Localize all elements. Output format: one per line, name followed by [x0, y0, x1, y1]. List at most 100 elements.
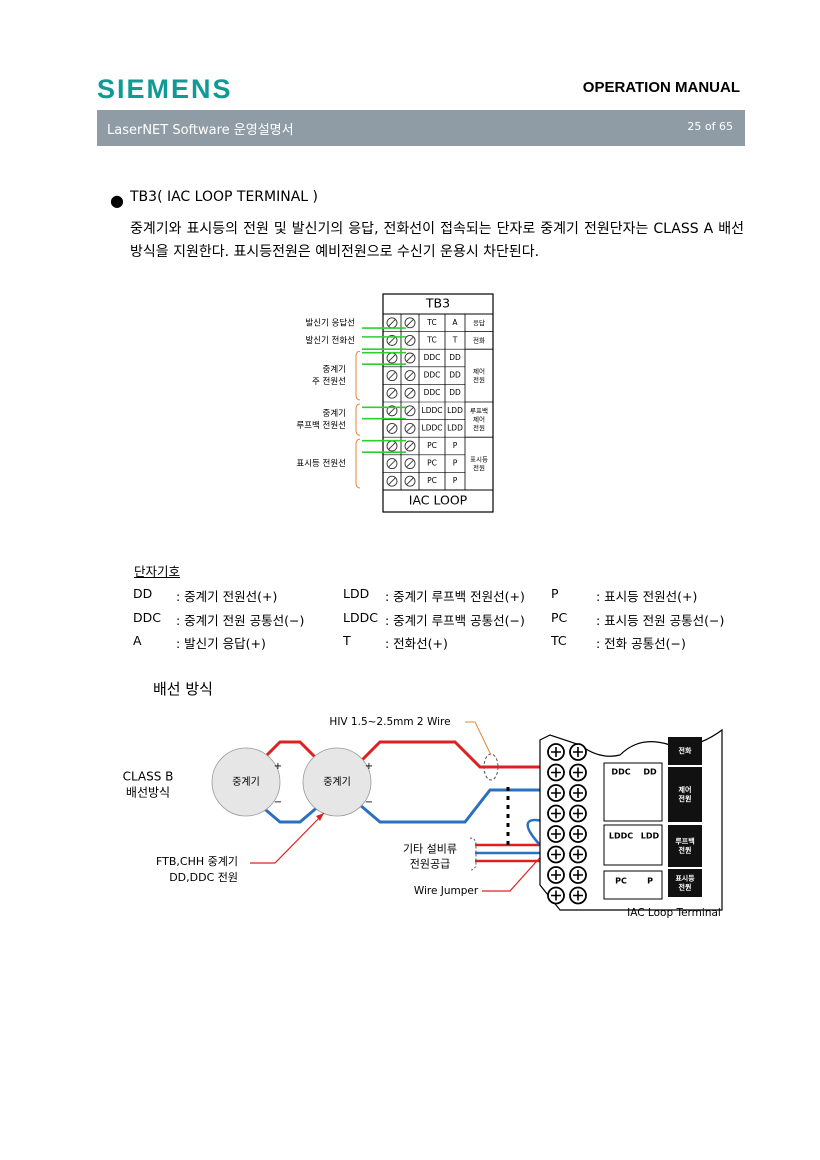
screw-slot [573, 808, 583, 819]
repeater-label: 중계기 [323, 776, 351, 788]
screw-slot [551, 870, 561, 880]
plus-sign: + [365, 761, 373, 772]
pc-label: PC [615, 877, 627, 886]
screw-slot [551, 767, 561, 778]
tb3-group-label: 제어 [473, 415, 485, 424]
screw-slot [388, 389, 396, 397]
screw-slot [551, 747, 561, 757]
screw-slot [573, 747, 583, 757]
tb3-group-label: 전원 [473, 423, 485, 432]
legend-key: P [551, 586, 559, 601]
screw-slot [406, 372, 414, 380]
label-indicator-power: 표시등 전원선 [296, 458, 346, 469]
label-loopback-power: 중계기 [323, 408, 346, 419]
tb3-group-label: 제어 [473, 366, 485, 375]
legend-key: TC [551, 633, 567, 648]
legend-key: T [343, 633, 351, 648]
label-repeater-power: 중계기 [323, 364, 346, 375]
terminal-label: A [452, 318, 458, 327]
legend-value: : 중계기 루프백 공통선(−) [385, 612, 525, 628]
screw-slot [406, 442, 414, 450]
loopback-power-box-label: 루프백 [675, 837, 694, 846]
pc-p-frame [603, 870, 663, 900]
tb3-group-label: 루프백 [470, 406, 488, 415]
screw-slot [388, 477, 396, 485]
red-wire [258, 740, 550, 769]
control-power-box-label: 제어 [679, 785, 692, 794]
indicator-power-box-label: 표시등 [675, 874, 695, 883]
wire-jumper-label: Wire Jumper [414, 885, 479, 897]
section-title: TB3( IAC LOOP TERMINAL ) [130, 189, 318, 205]
legend-title: 단자기호 [134, 564, 181, 579]
tb3-group-label: 전원 [473, 463, 485, 472]
screw-slot [406, 336, 414, 344]
indicator-power-box-label: 전원 [679, 883, 692, 892]
bullet-icon: ● [110, 191, 124, 210]
screw-slot [551, 808, 561, 819]
page-number: 25 of 65 [687, 120, 733, 133]
screw-slot [551, 890, 561, 901]
orange-bracket [355, 350, 361, 401]
screw-slot [573, 829, 583, 839]
wire-spec-label: HIV 1.5~2.5mm 2 Wire [329, 716, 450, 728]
legend-value: : 전화 공통선(−) [596, 636, 686, 651]
tb3-group-label: 표시등 [470, 455, 488, 463]
terminal-label: TC [426, 318, 436, 327]
terminal-label: DDC [424, 388, 441, 397]
legend-value: : 표시등 전원 공통선(−) [596, 612, 725, 628]
tb3-group-label: 응답 [473, 319, 485, 327]
siemens-logo: SIEMENS [97, 74, 233, 104]
screw-slot [573, 767, 583, 778]
screw-slot [406, 424, 414, 432]
screw-slot [406, 477, 414, 485]
screw-slot [406, 354, 414, 362]
screw-slot [573, 870, 583, 880]
loopback-power-box [668, 825, 702, 867]
control-power-box [668, 767, 702, 822]
manual-title: OPERATION MANUAL [582, 79, 740, 96]
ddc-dd-frame [603, 762, 663, 822]
other-equipment-label: 기타 설비류 [403, 843, 457, 856]
minus-sign: − [274, 797, 282, 808]
arrowhead-icon [316, 813, 324, 821]
tb3-group-label: 전화 [473, 335, 485, 344]
phone-box-label: 전화 [679, 746, 692, 755]
screw-slot [551, 849, 561, 860]
section-paragraph: 중계기와 표시등의 전원 및 발신기의 응답, 전화선이 접속되는 단자로 중계… [130, 221, 744, 260]
screw-slot [551, 788, 561, 798]
lddc-label: LDDC [609, 832, 633, 841]
ldd-label: LDD [641, 832, 660, 841]
screw-slot [388, 407, 396, 415]
terminal-label: PC [427, 476, 437, 485]
terminal-label: PC [427, 441, 437, 450]
screw-slot [406, 407, 414, 415]
indicator-power-box [668, 869, 702, 897]
legend-value: : 중계기 전원선(+) [176, 589, 278, 604]
repeater-circle [211, 747, 281, 817]
legend-value: : 표시등 전원선(+) [596, 589, 698, 604]
orange-bracket [355, 403, 361, 436]
legend-key: PC [551, 609, 568, 625]
label-phone-wire: 발신기 전화선 [305, 335, 355, 346]
terminal-label: P [453, 476, 458, 485]
terminal-label: P [453, 459, 458, 468]
terminal-label: DD [449, 388, 461, 397]
terminal-label: DD [449, 371, 461, 380]
class-b-label: 배선방식 [126, 786, 170, 800]
legend-value: : 중계기 전원 공통선(−) [176, 612, 305, 628]
wiring-title: 배선 방식 [153, 680, 213, 698]
repeater-circle [302, 747, 372, 817]
minus-sign: − [365, 797, 373, 808]
screw-slot [388, 460, 396, 468]
label-repeater-power: 주 전원선 [312, 376, 346, 387]
repeater-label: 중계기 [232, 776, 260, 788]
ftb-label: DD,DDC 전원 [169, 871, 238, 884]
legend-key: A [133, 633, 142, 648]
leader-line [465, 721, 492, 756]
class-b-label: CLASS B [123, 770, 174, 784]
p-label: P [647, 877, 653, 886]
terminal-label: DD [449, 353, 461, 362]
terminal-label: DDC [424, 353, 441, 362]
